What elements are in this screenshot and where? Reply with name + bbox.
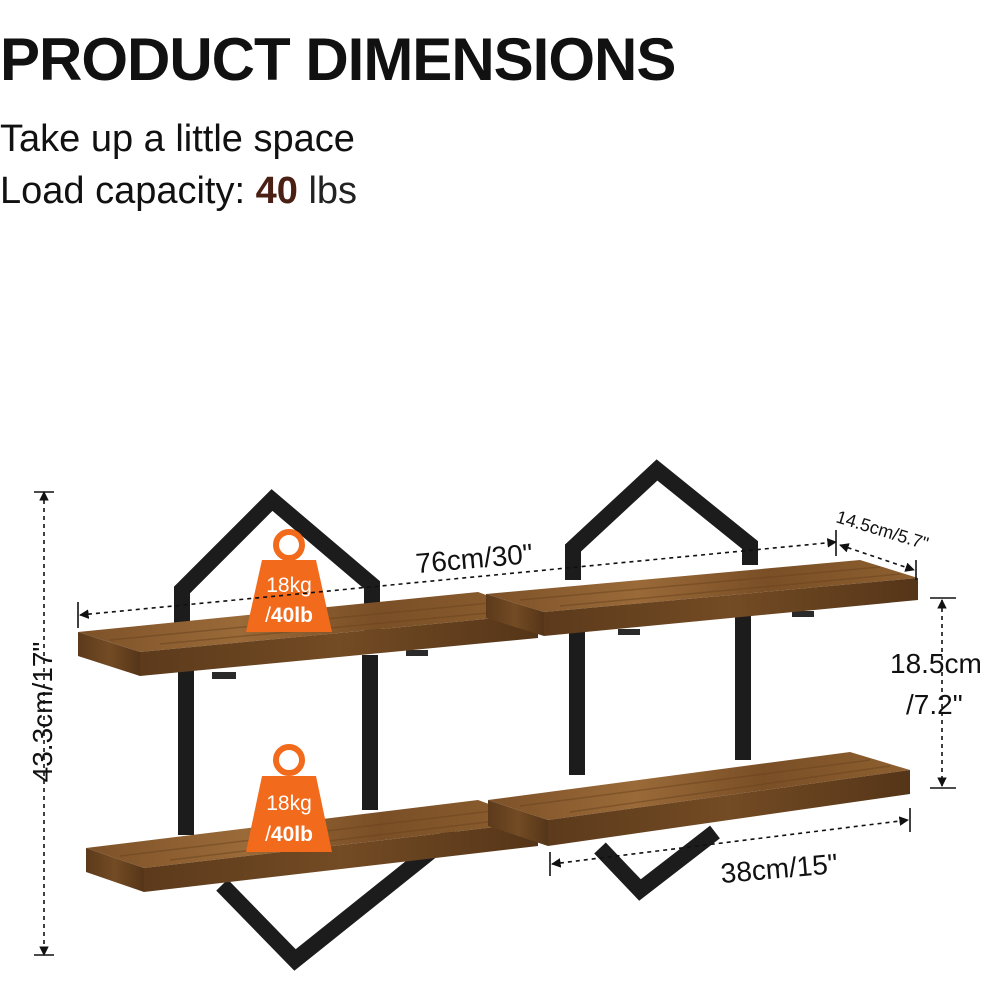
badge-bottom-lb: /40lb	[265, 823, 313, 846]
left-frame	[174, 489, 460, 971]
badge-top-lb: /40lb	[265, 604, 313, 627]
weight-icon	[246, 776, 332, 852]
dimension-lines	[34, 491, 956, 956]
subtitle-space: Take up a little space	[0, 118, 355, 160]
shelf-top-right	[486, 560, 918, 636]
load-capacity: Load capacity: 40 lbs	[0, 172, 357, 210]
load-capacity-label: Load capacity:	[0, 170, 246, 212]
load-capacity-unit: lbs	[308, 170, 358, 212]
width-label: 76cm/30"	[414, 538, 534, 579]
spacing-label-1: 18.5cm	[890, 648, 982, 679]
page-title: PRODUCT DIMENSIONS	[0, 26, 676, 93]
weight-badge-bottom: 18kg /40lb	[246, 744, 332, 852]
weight-hook-icon	[273, 744, 305, 776]
height-label: 43.3cm/17"	[27, 642, 58, 783]
load-capacity-value: 40	[255, 170, 298, 212]
badge-bottom-kg: 18kg	[266, 792, 312, 815]
spacing-label-2: /7.2"	[906, 689, 963, 720]
shelf-length-label: 38cm/15"	[719, 848, 839, 889]
depth-label: 14.5cm/5.7"	[834, 507, 931, 554]
weight-hook-icon	[273, 529, 305, 561]
shelf-bottom-right	[488, 752, 910, 846]
